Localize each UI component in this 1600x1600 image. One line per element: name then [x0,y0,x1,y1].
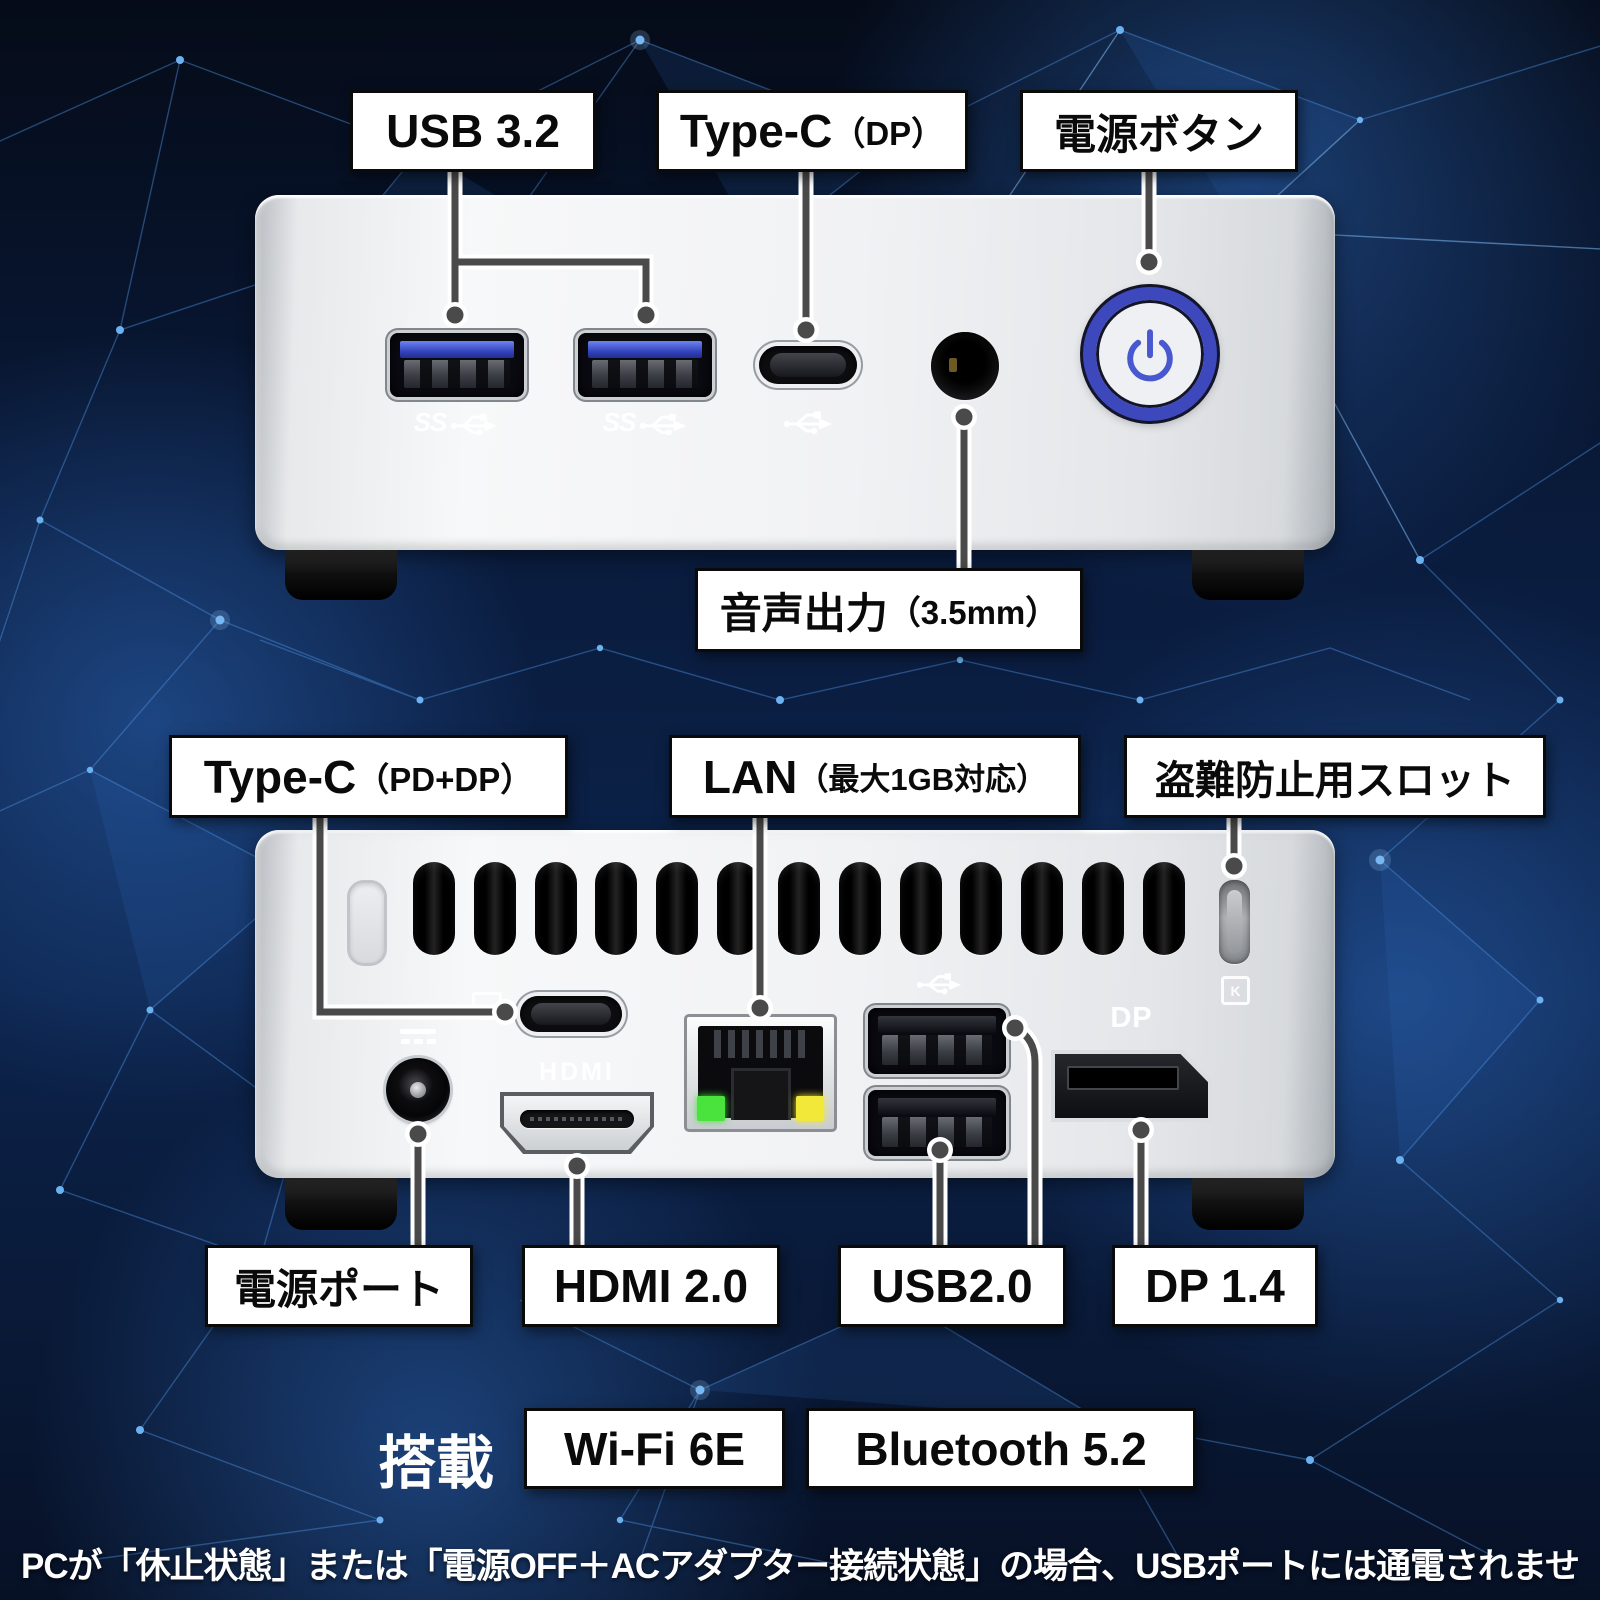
callout-typec-pd-dp: Type-C（PD+DP） [169,735,568,818]
vent-slot [1142,862,1185,955]
callout-power-button-text: 電源ボタン [1053,110,1264,158]
cooling-vents [413,862,1185,955]
callout-audio-out-sub: （3.5mm） [887,594,1059,631]
hdmi-port [500,1092,654,1154]
vent-slot [656,862,699,955]
rear-recess-slot [347,880,387,966]
usb2-port-bottom [868,1090,1006,1156]
hdmi-logo: HDMI [539,1057,615,1086]
features-prefix: 搭載 [378,1431,495,1496]
callout-typec-pd-dp-text: Type-C [203,750,357,803]
callout-usb20: USB2.0 [838,1245,1066,1327]
usb-marking-rear [915,970,965,998]
callout-typec-dp: Type-C（DP） [656,90,968,172]
callout-hdmi: HDMI 2.0 [522,1245,780,1327]
usb2-port-bottom-contacts [882,1117,992,1147]
usb3-port-1-contacts [404,360,510,388]
callout-hdmi-text: HDMI 2.0 [553,1260,749,1312]
ss-text: SS [602,406,637,437]
usb-trident-icon [451,413,498,435]
leader-dots [405,249,1247,1179]
typec-usb-marking [782,408,836,438]
callout-typec-dp-sub: （DP） [832,115,945,152]
bluetooth-badge: Bluetooth 5.2 [806,1408,1196,1489]
vent-slot [1082,862,1125,955]
vent-slot [413,862,455,955]
usb2-port-top [868,1008,1006,1074]
hdmi-port-slot [520,1110,634,1128]
callout-power-button: 電源ボタン [1020,90,1298,172]
dp-logo: DP [1110,1001,1153,1034]
vent-slot [960,862,1003,955]
kensington-lock-icon: K [1221,976,1250,1005]
callout-usb32-text: USB 3.2 [386,105,560,157]
bluetooth-badge-text: Bluetooth 5.2 [855,1422,1147,1475]
front-right-foot [1192,542,1304,600]
displayport-port [1051,1050,1212,1122]
callout-typec-pd-dp-sub: （PD+DP） [356,760,534,798]
power-icon [1127,329,1173,382]
kensington-slot [1219,880,1250,964]
typec-dp-port [759,346,857,384]
displayport-slot [1067,1066,1179,1090]
callout-audio-out-text: 音声出力 [719,589,888,637]
kensington-letter: K [1230,982,1241,999]
callout-lan: LAN（最大1GB対応） [669,735,1081,818]
callout-security-slot-text: 盗難防止用スロット [1155,758,1515,803]
callout-power-port: 電源ポート [205,1245,473,1327]
callout-dp14-text: DP 1.4 [1145,1260,1285,1312]
vent-slot [595,862,638,955]
usb3-port-2-contacts [592,360,698,388]
usb3-port-2 [578,333,712,397]
wifi-badge: Wi-Fi 6E [524,1408,785,1489]
vent-slot [717,862,760,955]
lan-led-green [697,1096,725,1121]
callout-audio-out: 音声出力（3.5mm） [695,568,1083,652]
audio-jack-port [931,332,999,400]
usb3-port-2-tab [588,341,702,358]
usb-trident-icon [640,413,687,435]
usb2-port-top-contacts [882,1035,992,1065]
vent-slot [777,862,820,955]
usb2-port-top-tab [878,1016,996,1033]
callout-lan-sub: （最大1GB対応） [797,762,1048,797]
vent-slot [838,862,881,955]
front-left-foot [285,542,397,600]
usb-superspeed-marking-2: SS [586,406,706,438]
usb3-port-1-tab [400,341,514,358]
usb3-port-1 [390,333,524,397]
typec-pd-dp-port [520,996,622,1032]
callout-lan-text: LAN [702,750,798,803]
usb2-port-bottom-tab [878,1098,996,1115]
lan-led-yellow [796,1096,824,1121]
callout-typec-dp-text: Type-C [679,105,833,157]
callout-power-port-text: 電源ポート [233,1265,444,1313]
ss-text: SS [413,406,448,437]
usb-trident-icon [916,973,962,995]
usb-power-disclaimer: PCが「休止状態」または「電源OFF＋ACアダプター接続状態」の場合、USBポー… [20,1547,1580,1600]
rear-left-foot [285,1172,397,1230]
usb-trident-icon [783,411,832,435]
usb-superspeed-marking-1: SS [397,406,517,438]
callout-dp14: DP 1.4 [1112,1245,1318,1327]
wifi-badge-text: Wi-Fi 6E [563,1422,746,1475]
callout-security-slot: 盗難防止用スロット [1124,735,1546,818]
callout-usb32: USB 3.2 [350,90,596,172]
vent-slot [1021,862,1064,955]
rear-right-foot [1192,1172,1304,1230]
vent-slot [473,862,516,955]
lan-port [684,1014,837,1132]
vent-slot [899,862,942,955]
vent-slot [534,862,577,955]
dc-power-jack [386,1058,450,1122]
callout-usb20-text: USB2.0 [871,1260,1033,1312]
dc-power-icon [398,1026,438,1046]
